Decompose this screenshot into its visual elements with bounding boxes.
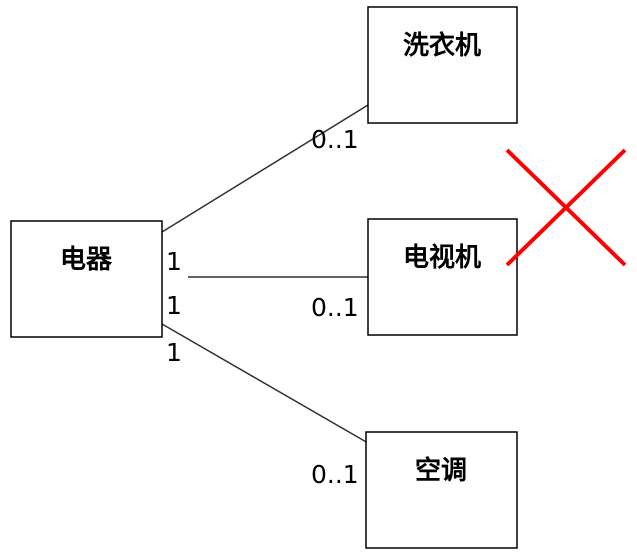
multiplicity-source-ac: 1 xyxy=(166,291,182,320)
class-box-appliance[interactable]: 电器 xyxy=(10,220,163,338)
multiplicity-target-ac: 0..1 xyxy=(311,460,359,489)
multiplicity-source-extra: 1 xyxy=(166,338,182,367)
association-line-ac xyxy=(161,323,369,444)
multiplicity-source-tv: 1 xyxy=(166,247,182,276)
class-box-tv[interactable]: 电视机 xyxy=(367,218,518,336)
association-line-washer xyxy=(161,104,369,233)
class-label-washer: 洗衣机 xyxy=(403,30,481,61)
class-label-appliance: 电器 xyxy=(60,245,113,275)
class-box-ac[interactable]: 空调 xyxy=(365,431,518,549)
cross-mark xyxy=(505,148,627,267)
multiplicity-target-tv: 0..1 xyxy=(311,293,359,322)
multiplicity-target-washer: 0..1 xyxy=(311,125,359,154)
class-label-ac: 空调 xyxy=(415,455,467,486)
class-box-washer[interactable]: 洗衣机 xyxy=(367,6,518,124)
class-label-tv: 电视机 xyxy=(403,243,481,273)
cross-stroke-2 xyxy=(505,148,627,267)
